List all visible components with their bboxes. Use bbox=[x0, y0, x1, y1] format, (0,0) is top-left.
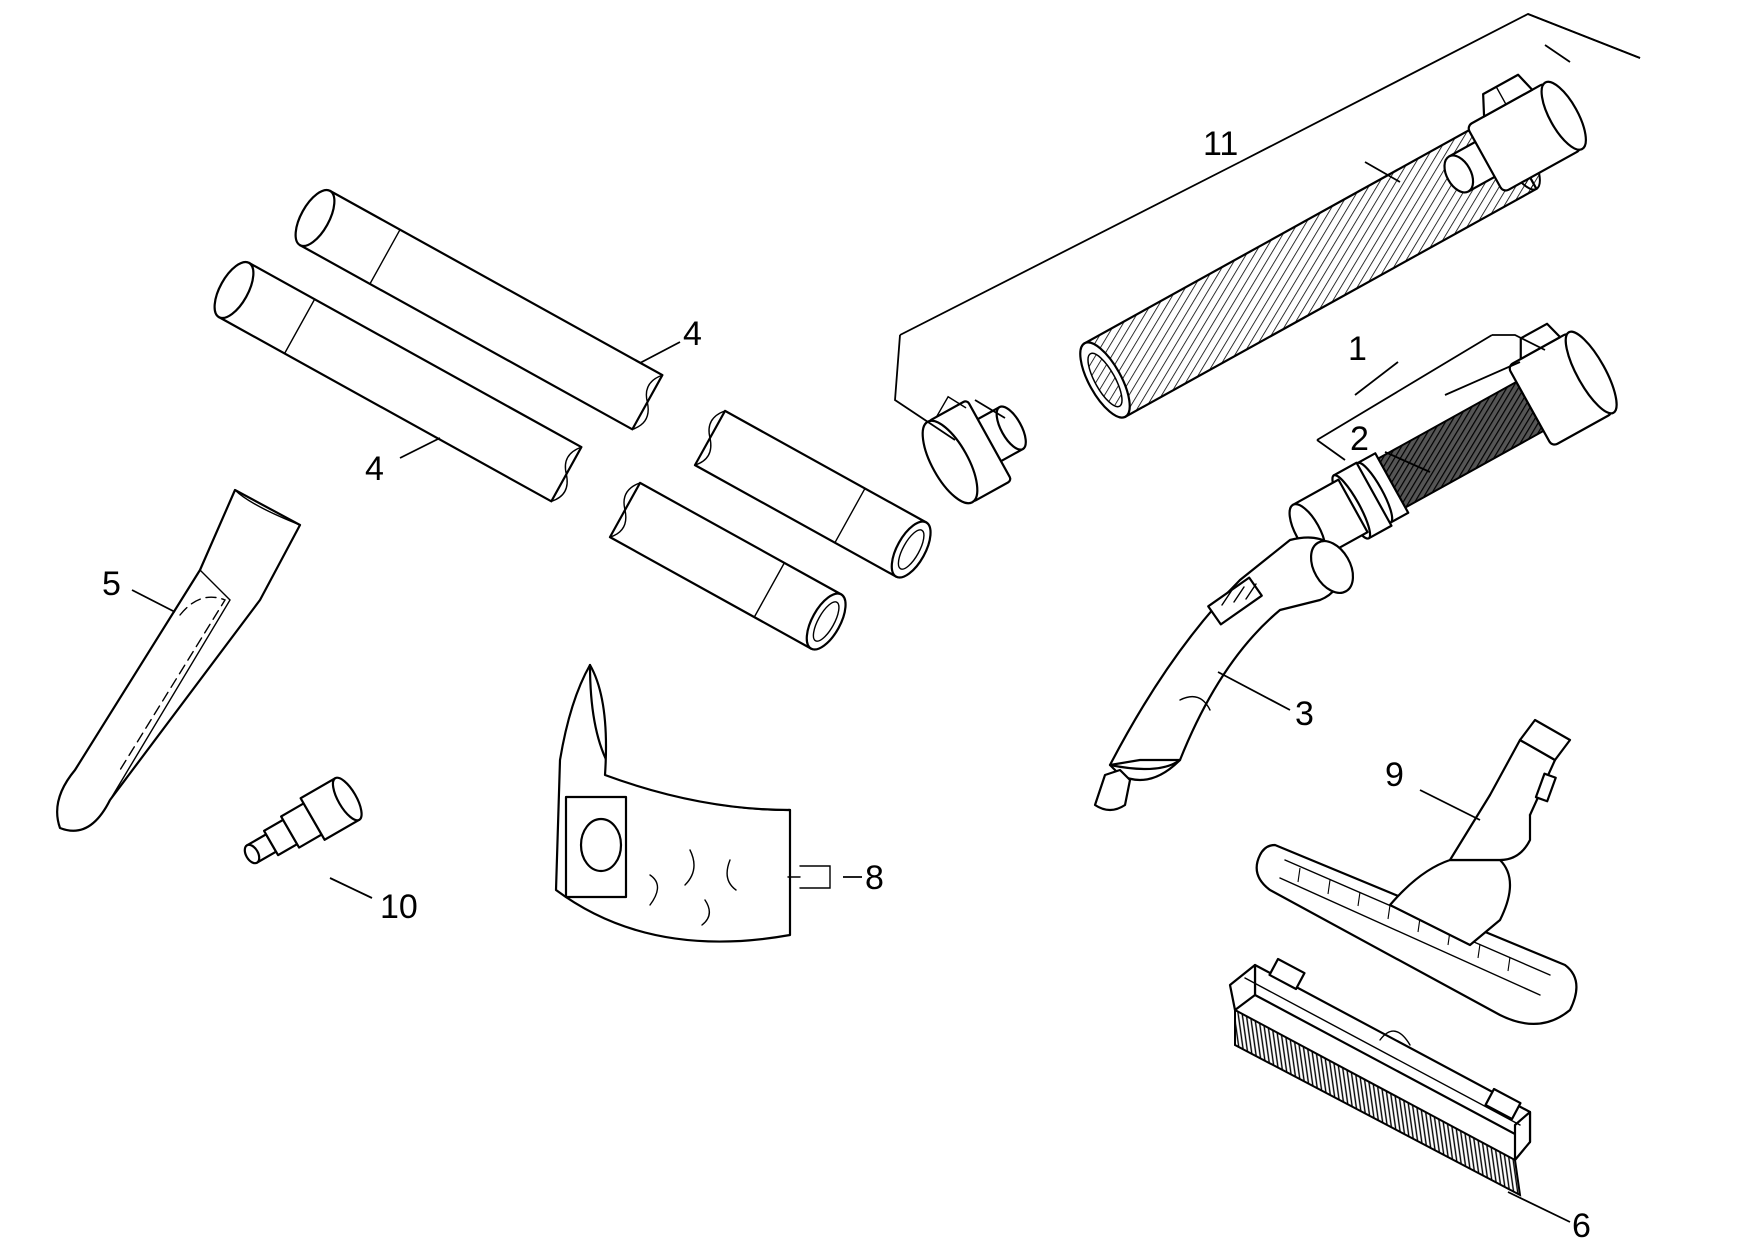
callout-2: 2 bbox=[1350, 420, 1369, 458]
leader-lines bbox=[131, 13, 1641, 1223]
suction-hose bbox=[1355, 322, 1618, 524]
callout-3: 3 bbox=[1295, 695, 1314, 733]
callout-1: 1 bbox=[1348, 330, 1367, 368]
hand-grip bbox=[1093, 536, 1355, 812]
reducer-adapter bbox=[243, 776, 363, 865]
hose-coupling-right bbox=[1443, 73, 1587, 194]
callout-11: 11 bbox=[1203, 125, 1238, 163]
filter-bag bbox=[554, 663, 831, 943]
callout-9: 9 bbox=[1385, 756, 1404, 794]
callout-4-lower: 4 bbox=[365, 450, 384, 488]
hose-coupling-left bbox=[921, 395, 1027, 505]
floor-nozzle bbox=[1255, 718, 1578, 1025]
extension-tube-lower bbox=[213, 260, 847, 651]
extension-tube-upper bbox=[294, 188, 932, 579]
callout-10: 10 bbox=[380, 888, 418, 926]
brush-strip bbox=[1228, 957, 1532, 1197]
callout-6: 6 bbox=[1572, 1207, 1591, 1242]
callout-8: 8 bbox=[865, 859, 884, 897]
callout-4-upper: 4 bbox=[683, 315, 702, 353]
callout-5: 5 bbox=[102, 565, 121, 603]
crevice-nozzle bbox=[56, 488, 302, 832]
